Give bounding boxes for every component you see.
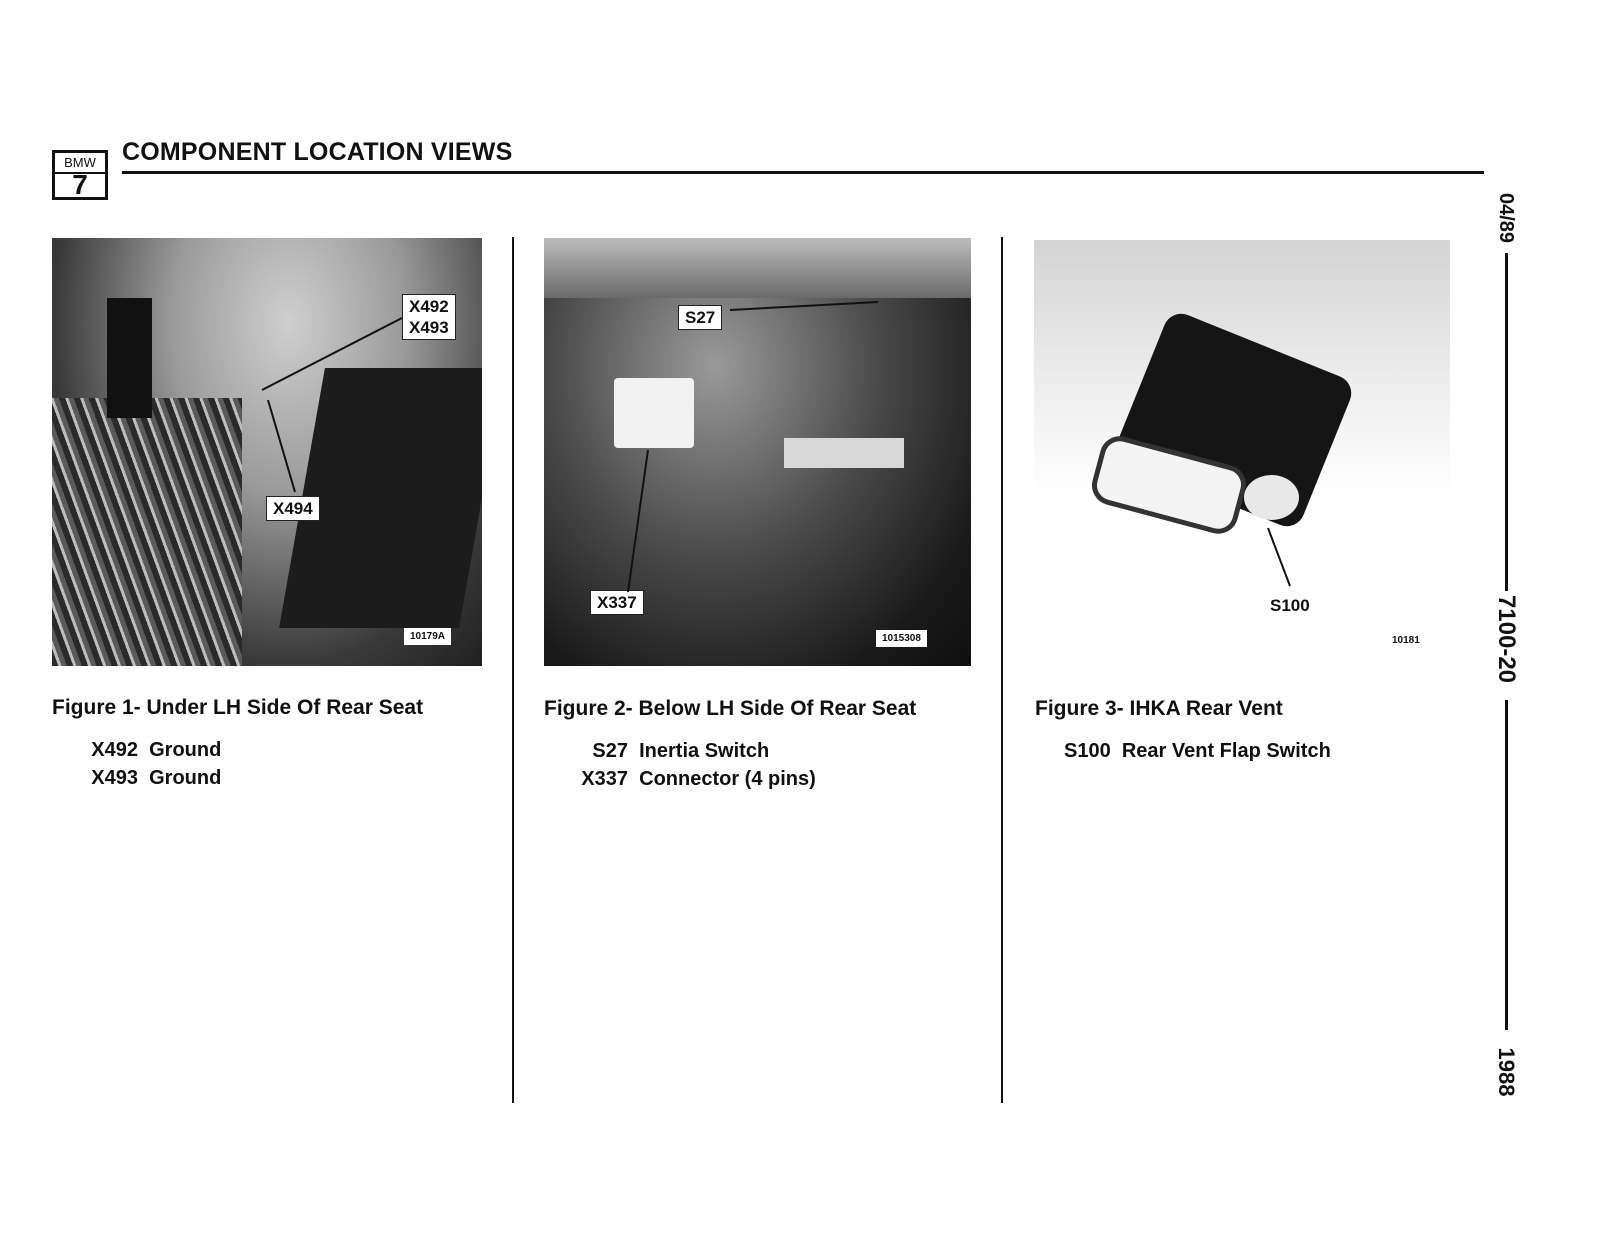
legend-item: X492 Ground [84,736,221,764]
figure-3-legend: S100 Rear Vent Flap Switch [1064,737,1331,765]
legend-item: X337 Connector (4 pins) [574,765,816,793]
legend-item: S27 Inertia Switch [574,737,816,765]
side-date: 04/89 [1491,173,1521,263]
leader-x494 [268,400,295,492]
figure-1-legend: X492 Ground X493 Ground [84,736,221,792]
figure-2-caption: Figure 2- Below LH Side Of Rear Seat [544,697,916,721]
leader-x337 [628,450,648,592]
legend-item: S100 Rear Vent Flap Switch [1064,737,1331,765]
side-rule-1 [1505,253,1508,591]
figure-1-caption: Figure 1- Under LH Side Of Rear Seat [52,696,423,720]
legend-item: X493 Ground [84,764,221,792]
side-year: 1988 [1491,1027,1521,1117]
leader-s27 [730,302,878,310]
figure-2-legend: S27 Inertia Switch X337 Connector (4 pin… [574,737,816,793]
leader-s100 [1268,528,1290,586]
leader-x492 [262,318,402,390]
figure-3-caption: Figure 3- IHKA Rear Vent [1035,697,1283,721]
side-section: 7100-20 [1491,579,1521,699]
side-rule-2 [1505,700,1508,1030]
